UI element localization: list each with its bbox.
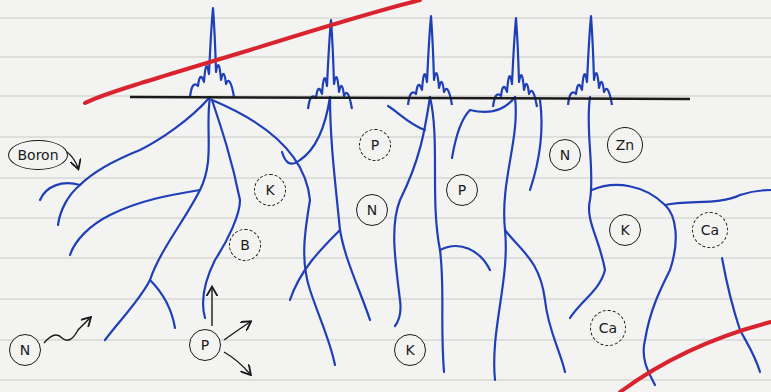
nutrient-label: P bbox=[458, 183, 466, 197]
nutrient-label: Ca bbox=[599, 321, 617, 335]
nutrient-label: N bbox=[560, 148, 570, 162]
nutrient-label: P bbox=[201, 338, 209, 352]
nutrient-circle: P bbox=[359, 129, 391, 161]
nutrient-circle: N bbox=[549, 139, 581, 171]
nutrient-circle: K bbox=[394, 334, 426, 366]
nutrient-circle: Ca bbox=[692, 212, 728, 248]
nutrient-circle: P bbox=[446, 174, 478, 206]
nutrient-circle: B bbox=[229, 229, 261, 261]
nutrient-label: K bbox=[265, 183, 274, 197]
nutrient-label: Ca bbox=[701, 223, 719, 237]
soil-line bbox=[130, 97, 690, 99]
nutrient-circle: Zn bbox=[607, 127, 643, 163]
nutrient-circle: N bbox=[9, 334, 41, 366]
plants bbox=[190, 8, 612, 109]
nutrient-circle: P bbox=[189, 329, 221, 361]
nutrient-label: K bbox=[620, 223, 629, 237]
nutrient-label: Boron bbox=[17, 148, 58, 162]
nutrient-label: N bbox=[367, 203, 377, 217]
nutrient-label: B bbox=[240, 238, 250, 252]
paper-lines bbox=[0, 18, 771, 380]
nutrient-circle: Ca bbox=[590, 310, 626, 346]
red-mark bbox=[620, 322, 771, 392]
nutrient-label: K bbox=[405, 343, 414, 357]
nutrient-circle: Boron bbox=[8, 140, 67, 170]
nutrient-label: N bbox=[20, 343, 30, 357]
nutrient-circle: K bbox=[609, 214, 641, 246]
nutrient-circle: N bbox=[356, 194, 388, 226]
nutrient-arrows bbox=[44, 150, 250, 374]
red-mark bbox=[85, 0, 420, 103]
roots bbox=[40, 97, 771, 385]
nutrient-label: P bbox=[371, 138, 379, 152]
nutrient-circle: K bbox=[254, 174, 286, 206]
nutrient-label: Zn bbox=[616, 138, 634, 152]
